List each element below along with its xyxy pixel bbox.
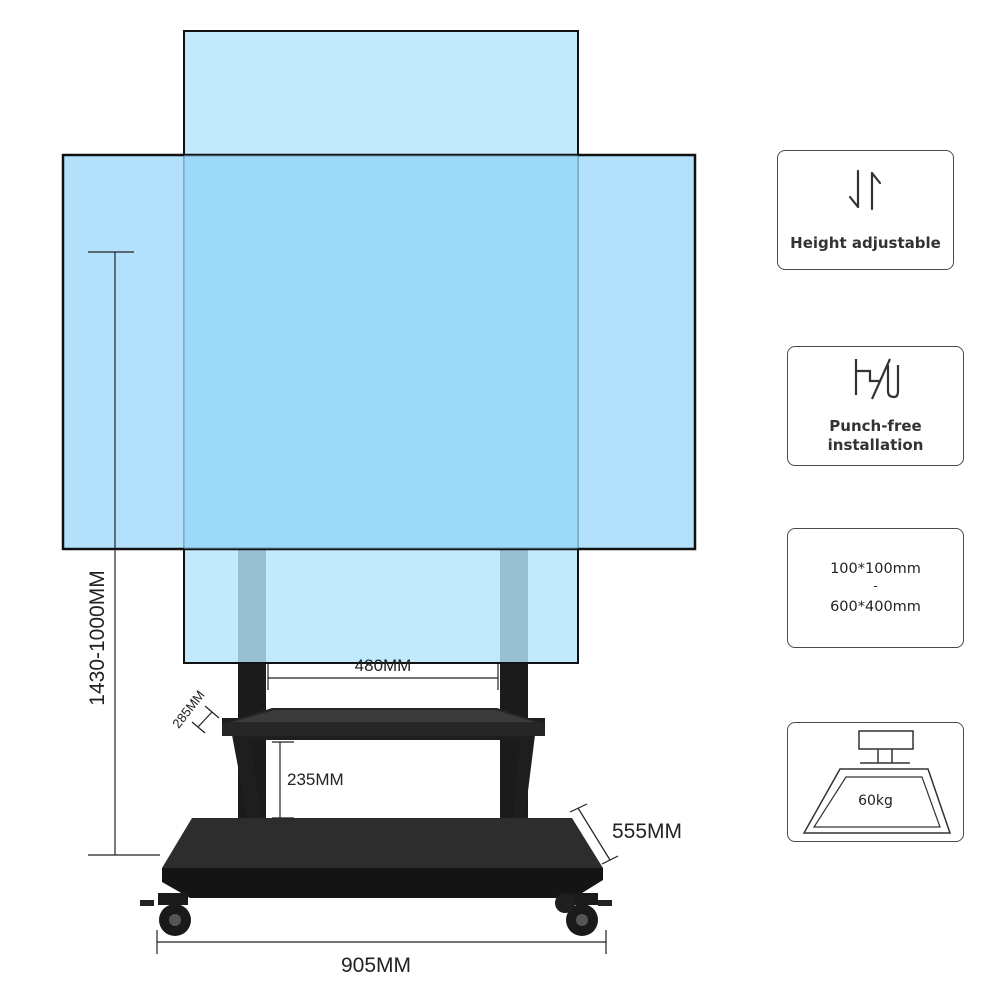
feature-card-vesa: 100*100mm - 600*400mm bbox=[787, 528, 964, 648]
shelf-depth-dim-line bbox=[197, 711, 213, 728]
vesa-separator: - bbox=[873, 579, 878, 593]
base-front bbox=[162, 868, 603, 898]
load-capacity-text: 60kg bbox=[858, 793, 893, 809]
post-spacing-label: 480MM bbox=[355, 656, 412, 675]
dimension-lines bbox=[88, 251, 619, 954]
shelf-depth-label: 285MM bbox=[169, 688, 208, 731]
base-depth-label: 555MM bbox=[612, 820, 682, 843]
feature-card-punch-free: Punch-free installation bbox=[787, 346, 964, 466]
screen-landscape bbox=[61, 153, 697, 551]
punch-free-install-icon bbox=[854, 358, 900, 400]
wheel-left bbox=[140, 893, 191, 936]
vesa-max-text: 600*400mm bbox=[830, 599, 921, 615]
shelf-tray-top bbox=[232, 710, 535, 722]
screen-overlap bbox=[184, 155, 578, 549]
height-range-label: 1430-1000MM bbox=[86, 570, 109, 705]
feature-card-height: Height adjustable bbox=[777, 150, 954, 270]
base-top bbox=[162, 818, 603, 868]
shelf-gap-label: 235MM bbox=[287, 770, 344, 789]
vesa-min-text: 100*100mm bbox=[830, 561, 921, 577]
screens bbox=[61, 30, 697, 664]
feature-card-load: 60kg bbox=[787, 722, 964, 842]
base-depth-dim-line bbox=[577, 807, 611, 861]
wheel-right bbox=[566, 893, 612, 936]
feature-label-height: Height adjustable bbox=[790, 234, 941, 252]
wheel-back bbox=[555, 893, 575, 913]
base-width-label: 905MM bbox=[341, 954, 411, 977]
feature-label-punch-free-2: installation bbox=[827, 436, 924, 454]
weight-load-icon bbox=[802, 730, 952, 834]
feature-label-punch-free-1: Punch-free bbox=[829, 417, 922, 435]
height-adjust-arrows-icon bbox=[848, 169, 882, 211]
